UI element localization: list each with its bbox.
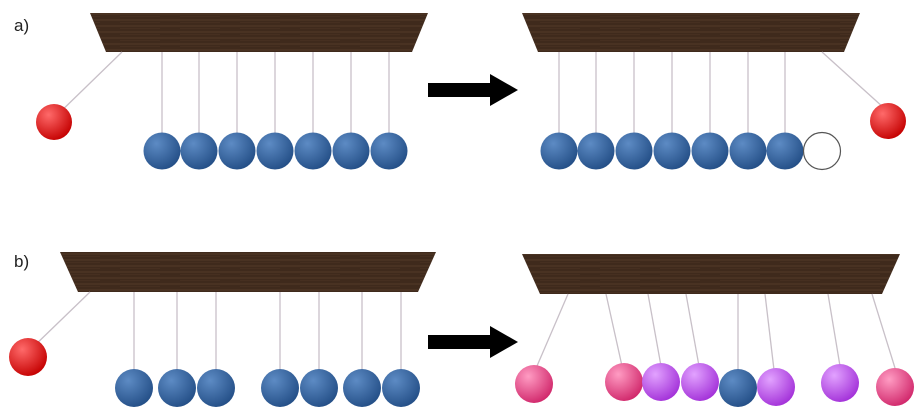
blue-ball <box>382 369 420 407</box>
blue-ball <box>197 369 235 407</box>
cradle-frame <box>90 13 428 52</box>
blue-ball <box>577 132 615 170</box>
blue-ball <box>729 132 767 170</box>
pink-ball <box>515 365 553 403</box>
panel-a-label: a) <box>14 16 30 35</box>
blue-ball <box>691 132 729 170</box>
blue-ball-row <box>115 369 420 407</box>
panel-b-after <box>515 254 914 407</box>
blue-ball <box>719 369 757 407</box>
blue-ball <box>158 369 196 407</box>
blue-ball-row <box>143 132 408 170</box>
empty-ball-outline <box>802 131 842 171</box>
blue-ball <box>115 369 153 407</box>
purple-ball <box>821 364 859 402</box>
purple-ball <box>757 368 795 406</box>
blue-ball <box>766 132 804 170</box>
blue-ball <box>218 132 256 170</box>
blue-ball <box>180 132 218 170</box>
panel-a-before <box>36 13 428 170</box>
blue-ball <box>300 369 338 407</box>
blue-ball <box>540 132 578 170</box>
blue-ball <box>343 369 381 407</box>
panel-a-after <box>522 13 906 171</box>
blue-ball <box>261 369 299 407</box>
arrow-right-icon <box>428 74 518 106</box>
purple-ball <box>642 363 680 401</box>
pink-ball <box>876 368 914 406</box>
panel-b-label: b) <box>14 252 30 271</box>
blue-ball-row <box>540 132 804 170</box>
red-ball <box>870 103 906 139</box>
blue-ball <box>653 132 691 170</box>
pink-ball <box>605 363 643 401</box>
cradle-frame <box>60 252 436 292</box>
blue-ball <box>370 132 408 170</box>
purple-ball <box>681 363 719 401</box>
cradle-frame <box>522 254 900 294</box>
panel-b-before <box>9 252 436 407</box>
blue-ball <box>615 132 653 170</box>
red-ball <box>36 104 72 140</box>
arrow-right-icon <box>428 326 518 358</box>
blue-ball <box>256 132 294 170</box>
blue-ball <box>332 132 370 170</box>
blue-ball <box>294 132 332 170</box>
red-ball <box>9 338 47 376</box>
cradle-frame <box>522 13 860 52</box>
blue-ball <box>143 132 181 170</box>
